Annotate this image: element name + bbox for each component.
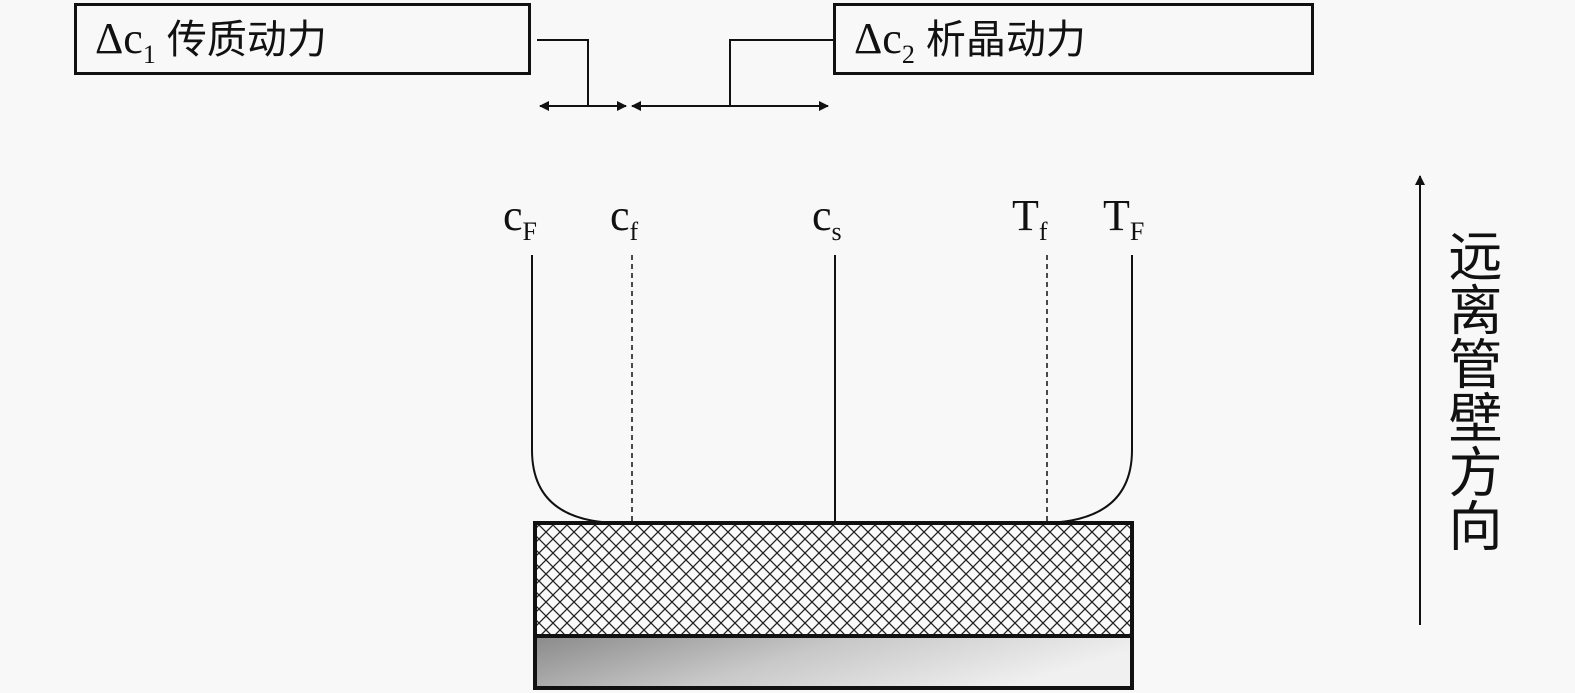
symbol: Δc [95, 14, 143, 63]
label-sub: f [1038, 216, 1048, 246]
label-sub: F [1129, 216, 1145, 246]
label-cs: cs [812, 190, 842, 247]
connector-2 [729, 39, 833, 106]
label-sub: F [522, 216, 537, 246]
label-cf: cf [610, 190, 638, 247]
mass-transfer-box: Δc1 传质动力 [74, 3, 531, 75]
cF-line [531, 255, 616, 524]
box-label: 析晶动力 [925, 17, 1086, 63]
crystallization-box: Δc2 析晶动力 [833, 3, 1314, 75]
TF-line [1046, 255, 1133, 524]
crystal-layer [533, 521, 1134, 638]
symbol: Δc [854, 14, 902, 63]
tube-wall [533, 634, 1134, 690]
label-main: T [1103, 191, 1130, 240]
label-TF: TF [1103, 190, 1144, 247]
label-main: T [1012, 191, 1039, 240]
subscript: 1 [142, 39, 156, 69]
label-cF: cF [503, 190, 537, 247]
subscript: 2 [901, 39, 915, 69]
label-Tf: Tf [1012, 190, 1048, 247]
direction-label: 远离管壁方向 [1439, 228, 1502, 552]
box-label: 传质动力 [166, 17, 327, 63]
label-sub: f [629, 216, 639, 246]
label-sub: s [831, 216, 842, 246]
label-main: c [503, 191, 523, 240]
connector-1 [537, 39, 589, 106]
label-main: c [610, 191, 630, 240]
label-main: c [812, 191, 832, 240]
